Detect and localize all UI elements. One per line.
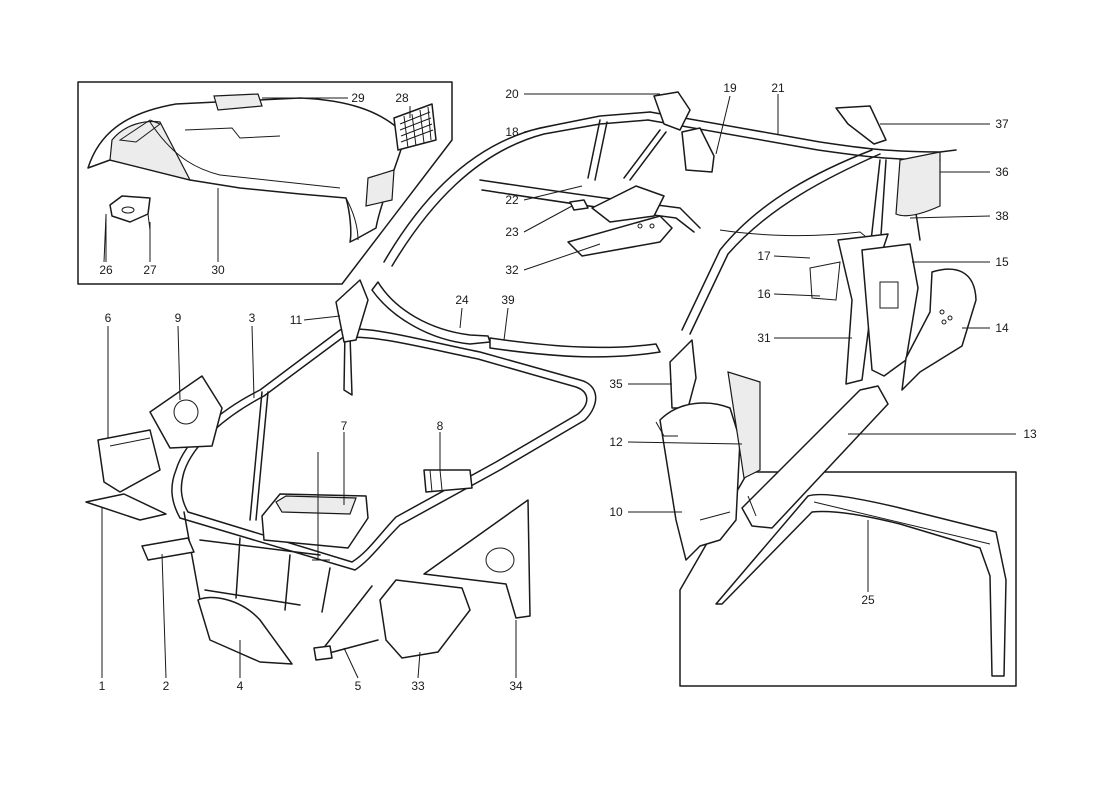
callout-2: 2	[163, 679, 170, 693]
callout-37: 37	[995, 117, 1009, 131]
part-13-rocker	[741, 385, 889, 529]
part-8-bracket	[423, 469, 473, 493]
part-10-12-sill	[655, 371, 761, 561]
part-9-panel	[149, 375, 223, 449]
part-14-panel	[901, 268, 977, 391]
callout-19: 19	[723, 81, 737, 95]
callout-17: 17	[757, 249, 771, 263]
part-33-panel	[379, 579, 471, 659]
part-23-clip	[569, 199, 589, 211]
part-6-panel	[97, 429, 161, 493]
inset-box-top-left	[77, 81, 453, 285]
callout-25: 25	[861, 593, 875, 607]
callout-7: 7	[341, 419, 348, 433]
callout-12: 12	[609, 435, 623, 449]
part-22-crossmember	[591, 185, 665, 223]
pillar-assembly	[809, 233, 919, 385]
part-19-gusset	[681, 127, 715, 173]
callout-11: 11	[290, 313, 303, 327]
callout-6: 6	[105, 311, 112, 325]
part-34-bracket	[423, 499, 531, 619]
callout-33: 33	[411, 679, 425, 693]
part-28-vent-grille	[393, 103, 437, 151]
callout-31: 31	[757, 331, 771, 345]
callout-1: 1	[99, 679, 106, 693]
callout-leaders	[101, 93, 1016, 679]
part-2-tube	[141, 537, 195, 561]
part-1-bracket	[85, 493, 167, 521]
callout-26: 26	[99, 263, 113, 277]
callout-28: 28	[395, 91, 409, 105]
callout-34: 34	[509, 679, 523, 693]
part-37-gusset	[835, 105, 887, 145]
part-30-rear-shelf	[87, 97, 405, 243]
callout-32: 32	[505, 263, 519, 277]
part-29-light	[213, 93, 263, 111]
part-35-pillar	[669, 339, 697, 409]
callout-8: 8	[437, 419, 444, 433]
callout-38: 38	[995, 209, 1009, 223]
callout-27: 27	[143, 263, 157, 277]
callout-10: 10	[609, 505, 623, 519]
part-26-27-bracket	[103, 195, 151, 263]
callout-22: 22	[505, 193, 519, 207]
callout-18: 18	[505, 125, 519, 139]
part-20-gusset	[653, 91, 691, 131]
callout-24: 24	[455, 293, 469, 307]
callout-4: 4	[237, 679, 244, 693]
callout-15: 15	[995, 255, 1009, 269]
front-frame-loop	[171, 279, 597, 613]
part-24-39-rails	[371, 281, 661, 358]
part-5-rod	[313, 585, 379, 661]
callout-30: 30	[211, 263, 225, 277]
callout-13: 13	[1023, 427, 1037, 441]
callout-14: 14	[995, 321, 1009, 335]
callout-29: 29	[351, 91, 365, 105]
callout-3: 3	[249, 311, 256, 325]
callout-35: 35	[609, 377, 623, 391]
part-25-seal	[715, 493, 1007, 677]
callout-9: 9	[175, 311, 182, 325]
callout-39: 39	[501, 293, 515, 307]
part-7-box	[261, 452, 369, 561]
callout-20: 20	[505, 87, 519, 101]
callout-5: 5	[355, 679, 362, 693]
callout-21: 21	[771, 81, 785, 95]
callout-16: 16	[757, 287, 771, 301]
callout-36: 36	[995, 165, 1009, 179]
part-4-plate	[197, 596, 293, 665]
callout-labels: 1 2 3 4 5 6 7 8 9 10 11 12 13 14 15 16 1…	[99, 81, 1037, 693]
callout-23: 23	[505, 225, 519, 239]
